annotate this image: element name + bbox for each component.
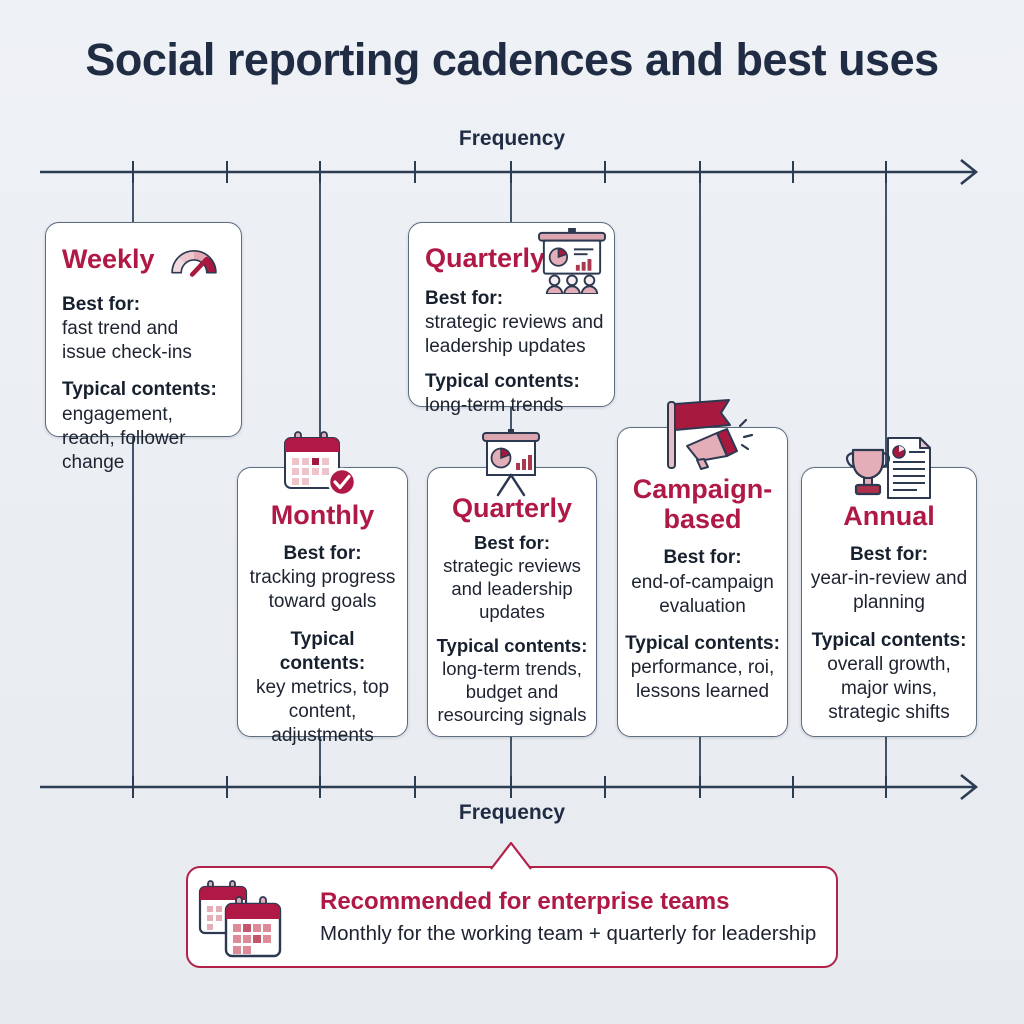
typical-contents-text: long-term trends, budget and resourcing … (437, 657, 587, 725)
typical-contents-label: Typical contents: (811, 629, 967, 651)
card-quarterly-bottom: Quarterly Best for: strategic reviews an… (427, 467, 597, 737)
typical-contents-text: key metrics, top content, adjustments (255, 676, 390, 747)
axis-lines (40, 158, 979, 801)
recommendation-callout: Recommended for enterprise teams Monthly… (186, 866, 838, 968)
best-for-label: Best for: (283, 543, 362, 565)
card-monthly-title: Monthly (270, 500, 375, 530)
card-quarterly-top-title: Quarterly (425, 243, 546, 273)
gauge-icon (170, 249, 217, 277)
typical-contents-label: Typical contents: (625, 632, 780, 654)
best-for-label: Best for: (473, 532, 551, 554)
frequency-label-top: Frequency (458, 127, 566, 150)
best-for-text: strategic reviews and leadership updates (443, 555, 581, 623)
typical-contents-label: Typical contents: (436, 634, 588, 656)
card-annual-title: Annual (843, 501, 935, 531)
typical-contents-text: long-term trends (425, 394, 564, 416)
frequency-label-bottom: Frequency (458, 801, 566, 824)
card-annual: Annual Best for: year-in-review and plan… (801, 467, 977, 737)
presentation-easel-icon (482, 429, 540, 497)
callout-pointer (490, 841, 532, 870)
typical-contents-text: overall growth, major wins, strategic sh… (827, 653, 951, 723)
recommendation-subtitle: Monthly for the working team + quarterly… (320, 922, 817, 945)
card-quarterly-bottom-title: Quarterly (451, 493, 573, 523)
trophy-document-icon (845, 437, 931, 499)
typical-contents-label: Typical contents: (279, 628, 366, 674)
typical-contents-text: engagement, reach, follower change (62, 403, 186, 473)
typical-contents-label: Typical contents: (425, 370, 580, 392)
typical-contents-text: performance, roi, lessons learned (630, 656, 775, 703)
double-calendar-icon (198, 880, 282, 958)
best-for-label: Best for: (663, 547, 742, 569)
card-campaign-title: Campaign-based (632, 474, 773, 535)
calendar-check-icon (284, 431, 357, 497)
presentation-audience-icon (538, 228, 606, 294)
flag-megaphone-icon (667, 399, 754, 470)
card-quarterly-top: Quarterly Best for: strategic reviews an… (408, 222, 615, 416)
best-for-text: tracking progress toward goals (249, 567, 396, 613)
best-for-text: strategic reviews and leadership updates (425, 312, 604, 358)
card-weekly-title: Weekly (62, 243, 155, 274)
card-campaign-based: Campaign-based Best for: end-of-campaign… (617, 427, 788, 737)
page-title: Social reporting cadences and best uses (85, 34, 939, 85)
card-monthly: Monthly Best for: tracking progress towa… (237, 467, 408, 746)
best-for-label: Best for: (425, 288, 504, 310)
best-for-text: fast trend and issue check-ins (62, 318, 192, 364)
best-for-label: Best for: (62, 294, 141, 315)
typical-contents-label: Typical contents: (62, 379, 217, 401)
best-for-text: year-in-review and planning (810, 568, 968, 614)
card-weekly: Weekly Best for: fast trend and issue ch… (45, 222, 242, 473)
best-for-text: end-of-campaign evaluation (631, 571, 774, 617)
recommendation-title: Recommended for enterprise teams (320, 888, 730, 915)
best-for-label: Best for: (849, 544, 929, 566)
